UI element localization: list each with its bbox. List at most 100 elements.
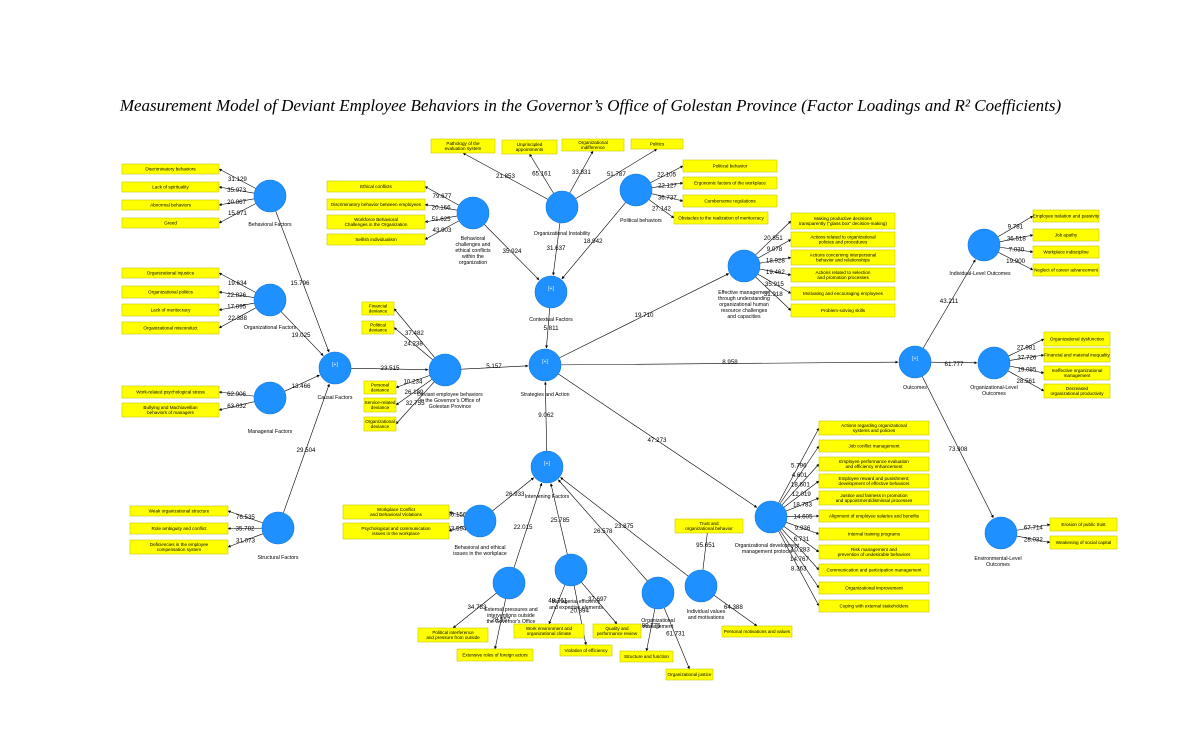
outcomes_environmental-coefficient: 73.908 bbox=[949, 446, 968, 453]
individual-indicator-box bbox=[1032, 245, 1100, 259]
intervening-latent-label: Intervening Factors bbox=[525, 494, 570, 500]
effective-indicator-arrow bbox=[755, 220, 792, 256]
strategies_effective-coefficient: 19.710 bbox=[635, 312, 654, 319]
ethicalissues-indicator-arrow bbox=[448, 525, 465, 532]
devprotocol-indicator-coefficient: 4.601 bbox=[792, 472, 808, 479]
devprotocol-indicator-coefficient: 14.605 bbox=[794, 513, 813, 520]
devprotocol-indicator-arrow bbox=[781, 528, 820, 571]
effective-indicator-box bbox=[790, 286, 896, 301]
instability-indicator-label: Politics bbox=[650, 142, 665, 147]
effective-indicator-box bbox=[790, 303, 896, 318]
external_intervening-coefficient: 22.015 bbox=[514, 524, 533, 531]
strategies_outcomes-coefficient: 8.958 bbox=[722, 359, 738, 366]
managerial-indicator-box bbox=[121, 385, 220, 399]
managerialeff-latent-node bbox=[554, 553, 588, 587]
outcomes_individual-arrow bbox=[922, 259, 976, 349]
individualvalues-indicator-box bbox=[674, 518, 744, 534]
managerialeff_intervening-coefficient: 25.785 bbox=[551, 517, 570, 524]
challenges-indicator-label: Discriminatory behavior between employee… bbox=[331, 202, 422, 207]
behavioral-indicator-label: Lack of spirituality bbox=[152, 185, 189, 190]
strategies_devprotocol-arrow bbox=[558, 373, 758, 508]
devprotocol-indicator-label: Employee reward and punishment;developme… bbox=[839, 476, 911, 486]
managerialeff-indicator-box bbox=[559, 644, 613, 657]
individual-indicator-arrow bbox=[999, 246, 1034, 254]
instability-indicator-box bbox=[630, 138, 684, 150]
environmental-indicator-arrow bbox=[1016, 523, 1051, 531]
behavioral-indicator-box bbox=[121, 199, 220, 211]
managerial-indicator-label: Work-related psychological stress bbox=[136, 390, 205, 395]
outcomes_individual-coefficient: 43.211 bbox=[940, 298, 959, 305]
instability-indicator-box bbox=[430, 138, 496, 154]
external-indicator-coefficient: 34.783 bbox=[467, 604, 486, 611]
environmental-indicator-coefficient: 28.032 bbox=[1024, 536, 1043, 543]
political-indicator-arrow bbox=[650, 165, 684, 183]
deviant-indicator-coefficient: 37.482 bbox=[405, 330, 424, 337]
orglevel-latent-node bbox=[977, 346, 1011, 380]
political-indicator-coefficient: 36.737 bbox=[658, 194, 677, 201]
environmental-indicator-coefficient: 67.714 bbox=[1024, 524, 1043, 531]
deviant-indicator-coefficient: 26.189 bbox=[405, 389, 424, 396]
behavioral-indicator-coefficient: 31.129 bbox=[228, 176, 247, 183]
ethicalissues-indicator-coefficient: 53.594 bbox=[447, 525, 466, 532]
structural_causal-coefficient: 29.504 bbox=[297, 447, 316, 454]
instability-indicator-coefficient: 51.787 bbox=[607, 171, 626, 178]
deviant_strategies-coefficient: 5.157 bbox=[486, 363, 502, 370]
environmental-latent-node bbox=[984, 516, 1018, 550]
effective-indicator-arrow bbox=[757, 273, 792, 294]
structural-indicator-coefficient: 31.073 bbox=[236, 537, 255, 544]
effective-indicator-label: Motivating and encouraging employees bbox=[803, 291, 884, 296]
devprotocol-indicator-box bbox=[818, 420, 930, 436]
strategies-expand-marker: [+] bbox=[542, 359, 548, 365]
ethicalissues_intervening-arrow bbox=[492, 477, 534, 512]
instability-latent-label: Organizational Instability bbox=[534, 231, 591, 237]
organizational-indicator-coefficient: 17.095 bbox=[227, 304, 246, 311]
organizational-indicator-arrow bbox=[218, 302, 255, 311]
managerial-indicator-coefficient: 63.032 bbox=[227, 403, 246, 410]
challenges-indicator-label: Selfish individualism bbox=[355, 237, 397, 242]
organizational-indicator-label: Organizational misconduct bbox=[143, 326, 198, 331]
effective-indicator-arrow bbox=[759, 256, 792, 264]
devprotocol-indicator-label: Organizational improvement bbox=[845, 586, 903, 591]
individual-indicator-box bbox=[1032, 228, 1100, 242]
effective-latent-node bbox=[727, 249, 761, 283]
organizational-indicator-box bbox=[121, 285, 220, 299]
orgmgmt-indicator-arrow bbox=[663, 607, 690, 670]
devprotocol-indicator-box bbox=[818, 544, 930, 560]
effective-indicator-arrow bbox=[755, 276, 792, 311]
behavioral-latent-node bbox=[253, 179, 287, 213]
managerial_causal-arrow bbox=[284, 374, 320, 392]
devprotocol-indicator-coefficient: 14.767 bbox=[790, 556, 809, 563]
external-indicator-arrow bbox=[494, 598, 506, 650]
managerial-indicator-arrow bbox=[218, 390, 255, 397]
orglevel-indicator-coefficient: 28.561 bbox=[1017, 378, 1036, 385]
instability-indicator-arrow bbox=[575, 148, 658, 199]
challenges-indicator-box bbox=[326, 180, 426, 193]
individual-indicator-label: Job apathy bbox=[1055, 233, 1078, 238]
individualvalues_intervening-coefficient: 23.875 bbox=[615, 523, 634, 530]
diagram-title: Measurement Model of Deviant Employee Be… bbox=[119, 96, 1062, 115]
behavioral-indicator-box bbox=[121, 217, 220, 229]
contextual_strategies-arrow bbox=[545, 307, 550, 349]
external_intervening-arrow bbox=[513, 482, 543, 568]
contextual-latent-node bbox=[534, 275, 568, 309]
deviant-indicator-arrow bbox=[393, 308, 436, 358]
orgmgmt_intervening-coefficient: 26.578 bbox=[594, 528, 613, 535]
outcomes-expand-marker: [+] bbox=[912, 356, 918, 362]
contextual-r2-value: 5.811 bbox=[543, 325, 559, 332]
effective-indicator-box bbox=[790, 231, 896, 248]
environmental-indicator-box bbox=[1049, 535, 1118, 550]
organizational-indicator-coefficient: 22.388 bbox=[228, 315, 247, 322]
